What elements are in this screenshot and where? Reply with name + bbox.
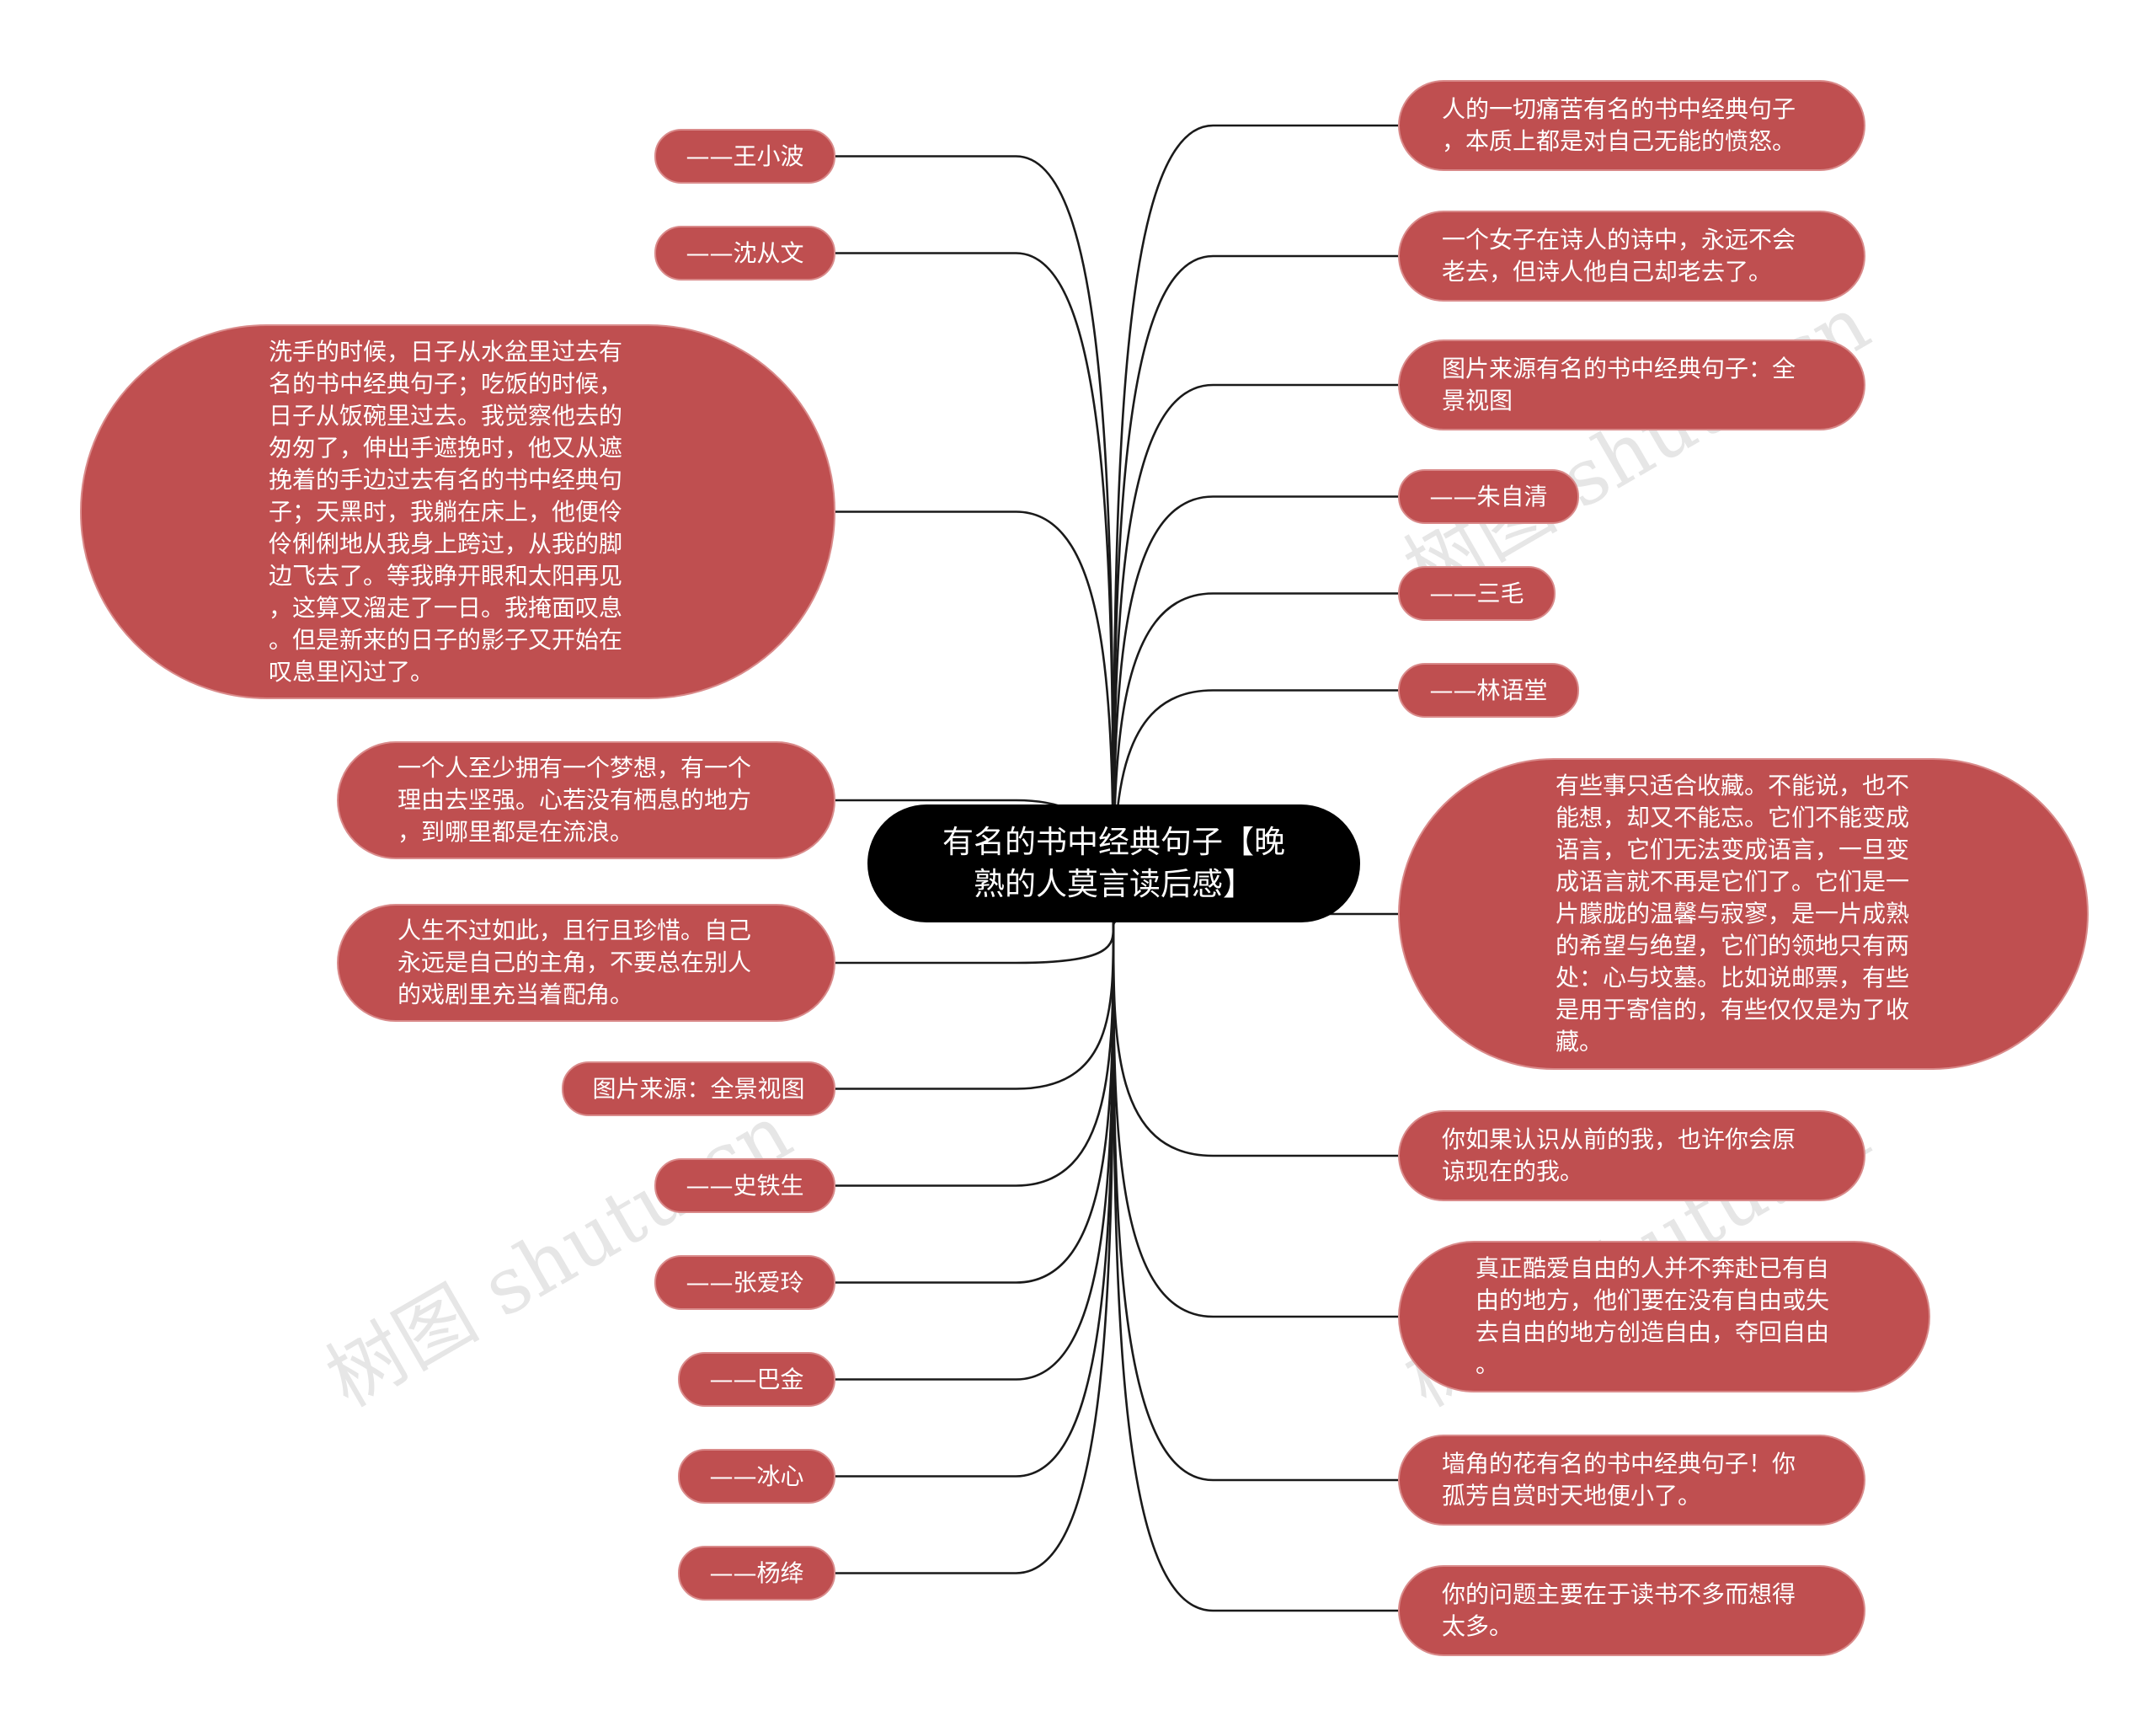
node-text-line: ，到哪里都是在流浪。 — [398, 818, 634, 846]
left-topic-node[interactable]: ——巴金 — [678, 1352, 835, 1407]
central-topic-line: 有名的书中经典句子【晚 — [942, 824, 1285, 860]
node-text-line: 理由去坚强。心若没有栖息的地方 — [398, 786, 752, 814]
right-connector — [1112, 926, 1398, 1157]
node-text-line: 谅现在的我。 — [1442, 1157, 1584, 1185]
right-topic-node[interactable]: 真正酷爱自由的人并不奔赴已有自由的地方，他们要在没有自由或失去自由的地方创造自由… — [1398, 1241, 1930, 1392]
left-topic-node[interactable]: 洗手的时候，日子从水盆里过去有名的书中经典句子；吃饭的时候， 日子从饭碗里过去。我… — [80, 324, 835, 699]
node-text-line: 片朦胧的温馨与寂寥，是一片成熟 — [1556, 900, 1910, 927]
node-text-line: 图片来源：全景视图 — [592, 1074, 805, 1103]
node-text-line: ，本质上都是对自己无能的愤怒。 — [1442, 127, 1796, 155]
node-text-line: 能想，却又不能忘。它们不能变成 — [1556, 804, 1910, 831]
node-text-line: ——巴金 — [709, 1365, 804, 1393]
node-text-line: 去自由的地方创造自由，夺回自由 — [1476, 1318, 1830, 1346]
node-text-line: 太多。 — [1442, 1612, 1513, 1640]
node-text-line: ——沈从文 — [686, 238, 804, 267]
node-text-line: 孤芳自赏时天地便小了。 — [1442, 1482, 1702, 1510]
right-topic-node[interactable]: 一个女子在诗人的诗中，永远不会老去，但诗人他自己却老去了。 — [1398, 211, 1865, 302]
node-text-line: ——冰心 — [709, 1462, 804, 1490]
right-connector — [1112, 926, 1398, 1482]
right-topic-node[interactable]: ——三毛 — [1398, 566, 1556, 621]
node-text-line: 真正酷爱自由的人并不奔赴已有自 — [1476, 1254, 1830, 1282]
right-topic-node[interactable]: 你的问题主要在于读书不多而想得太多。 — [1398, 1565, 1865, 1656]
left-topic-node[interactable]: ——杨绛 — [678, 1546, 835, 1601]
node-text-line: 语言，它们无法变成语言，一旦变 — [1556, 836, 1910, 863]
left-topic-node[interactable]: ——张爱玲 — [654, 1255, 835, 1310]
node-text-line: 伶俐俐地从我身上跨过，从我的脚 — [269, 529, 623, 558]
right-topic-node[interactable]: 你如果认识从前的我，也许你会原谅现在的我。 — [1398, 1110, 1865, 1201]
central-topic[interactable]: 有名的书中经典句子【晚 熟的人莫言读后感】 — [867, 804, 1360, 922]
node-text-line: 。 — [1476, 1350, 1500, 1378]
right-connector — [1112, 926, 1398, 1318]
node-text-line: 景视图 — [1442, 387, 1513, 414]
node-text-line: 藏。 — [1556, 1028, 1604, 1056]
left-connector — [835, 926, 1115, 1187]
node-text-line: ——林语堂 — [1429, 676, 1548, 704]
node-text-line: 子；天黑时，我躺在床上，他便伶 — [269, 497, 623, 526]
left-connector — [835, 926, 1115, 1090]
node-text-line: 匆匆了，伸出手遮挽时，他又从遮 — [269, 433, 623, 462]
node-text-line: 一个女子在诗人的诗中，永远不会 — [1442, 226, 1796, 254]
node-text-line: 老去，但诗人他自己却老去了。 — [1442, 258, 1773, 286]
node-text-line: 是用于寄信的，有些仅仅是为了收 — [1556, 996, 1910, 1024]
node-text-line: 你如果认识从前的我，也许你会原 — [1442, 1125, 1796, 1153]
right-topic-node[interactable]: 图片来源有名的书中经典句子：全景视图 — [1398, 339, 1865, 430]
node-text-line: 人的一切痛苦有名的书中经典句子 — [1442, 95, 1796, 123]
node-text-line: 一个人至少拥有一个梦想，有一个 — [398, 754, 752, 782]
node-text-line: 日子从饭碗里过去。我觉察他去的 — [269, 401, 623, 430]
left-connector — [835, 926, 1115, 1381]
node-text-line: 的希望与绝望，它们的领地只有两 — [1556, 932, 1910, 959]
left-connector — [835, 926, 1115, 965]
node-text-line: 叹息里闪过了。 — [269, 657, 435, 686]
right-topic-node[interactable]: 有些事只适合收藏。不能说，也不能想，却又不能忘。它们不能变成语言，它们无法变成语… — [1398, 758, 2089, 1070]
node-text-line: 成语言就不再是它们了。它们是一 — [1556, 868, 1910, 895]
left-topic-node[interactable]: ——冰心 — [678, 1449, 835, 1504]
left-topic-node[interactable]: ——沈从文 — [654, 226, 835, 281]
node-text-line: 由的地方，他们要在没有自由或失 — [1476, 1286, 1830, 1314]
right-topic-node[interactable]: 人的一切痛苦有名的书中经典句子 ，本质上都是对自己无能的愤怒。 — [1398, 80, 1865, 171]
node-text-line: 永远是自己的主角，不要总在别人 — [398, 949, 752, 976]
right-topic-node[interactable]: 墙角的花有名的书中经典句子！你孤芳自赏时天地便小了。 — [1398, 1435, 1865, 1526]
node-text-line: ——张爱玲 — [686, 1268, 804, 1296]
node-text-line: ——史铁生 — [686, 1171, 804, 1200]
left-topic-node[interactable]: ——史铁生 — [654, 1158, 835, 1213]
right-topic-node[interactable]: ——朱自清 — [1398, 469, 1579, 524]
node-text-line: 人生不过如此，且行且珍惜。自己 — [398, 917, 752, 944]
node-text-line: ——杨绛 — [709, 1558, 804, 1587]
left-topic-node[interactable]: ——王小波 — [654, 129, 835, 184]
node-text-line: ——朱自清 — [1429, 482, 1548, 510]
left-topic-node[interactable]: 图片来源：全景视图 — [562, 1061, 835, 1116]
node-text-line: 名的书中经典句子；吃饭的时候， — [269, 369, 623, 398]
node-text-line: 。但是新来的日子的影子又开始在 — [269, 625, 623, 654]
node-text-line: 处：心与坟墓。比如说邮票，有些 — [1556, 964, 1910, 991]
node-text-line: 挽着的手边过去有名的书中经典句 — [269, 465, 623, 494]
right-connector — [1112, 926, 1398, 1612]
left-connector — [835, 926, 1115, 1284]
right-topic-node[interactable]: ——林语堂 — [1398, 663, 1579, 718]
node-text-line: 洗手的时候，日子从水盆里过去有 — [269, 337, 623, 366]
node-text-line: 有些事只适合收藏。不能说，也不 — [1556, 772, 1910, 799]
node-text-line: 图片来源有名的书中经典句子：全 — [1442, 355, 1796, 382]
node-text-line: 你的问题主要在于读书不多而想得 — [1442, 1580, 1796, 1608]
left-connector — [835, 926, 1115, 1478]
node-text-line: 边飞去了。等我睁开眼和太阳再见 — [269, 561, 623, 590]
node-text-line: 墙角的花有名的书中经典句子！你 — [1442, 1450, 1796, 1478]
central-topic-line: 熟的人莫言读后感】 — [974, 866, 1254, 902]
left-topic-node[interactable]: 人生不过如此，且行且珍惜。自己永远是自己的主角，不要总在别人的戏剧里充当着配角。 — [337, 904, 835, 1022]
left-topic-node[interactable]: 一个人至少拥有一个梦想，有一个理由去坚强。心若没有栖息的地方 ，到哪里都是在流浪。 — [337, 741, 835, 859]
node-text-line: ，这算又溜走了一日。我掩面叹息 — [269, 593, 623, 622]
node-text-line: 的戏剧里充当着配角。 — [398, 981, 634, 1008]
node-text-line: ——三毛 — [1429, 579, 1524, 607]
node-text-line: ——王小波 — [686, 142, 804, 170]
